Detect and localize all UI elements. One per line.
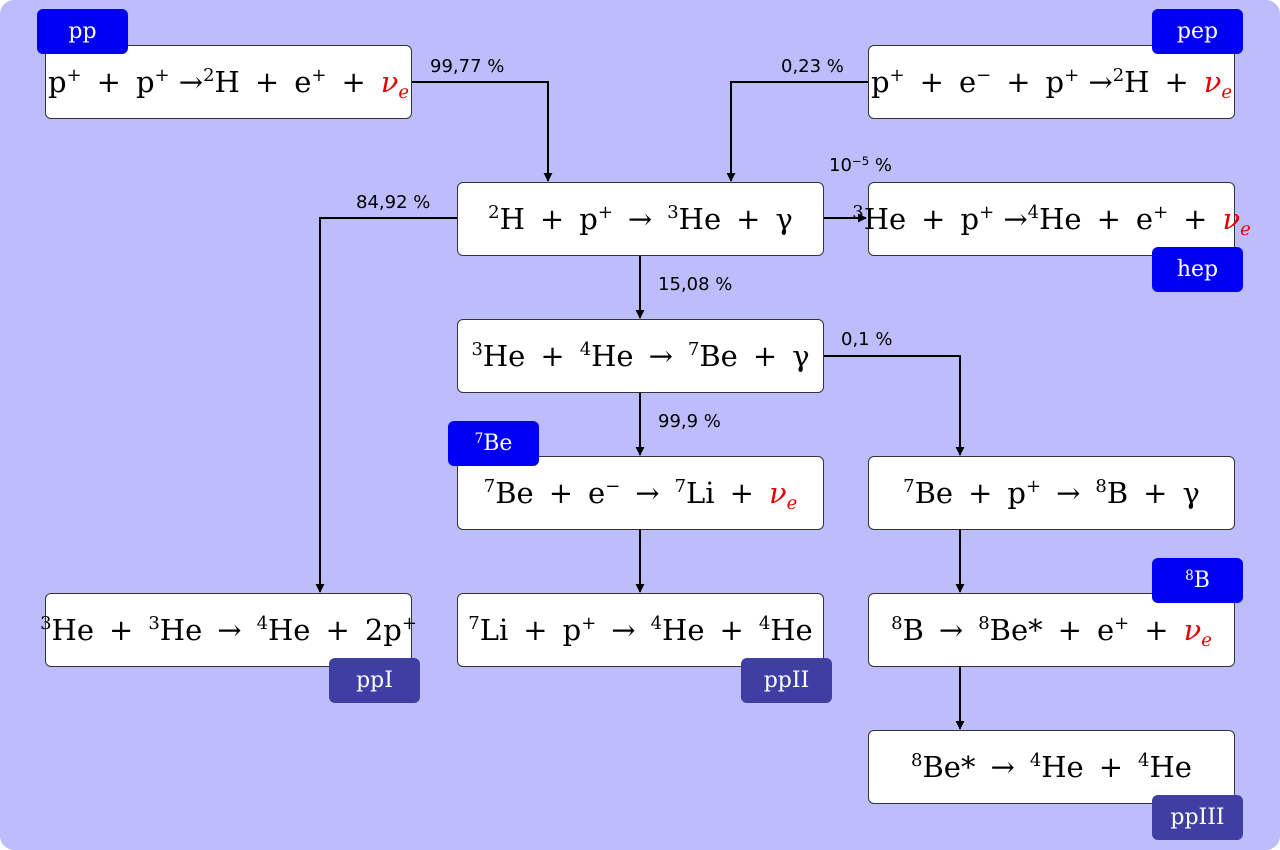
branch-pct-pep: 0,23 % <box>781 56 844 77</box>
reaction-hep: 3He + p+ →4He + e+ + νe <box>852 182 1251 256</box>
tag-ppII: ppII <box>741 658 832 703</box>
tag-hep: hep <box>1152 247 1243 292</box>
arrow-to-ppIII <box>823 355 965 456</box>
tag-ppIII: ppIII <box>1152 795 1243 840</box>
reaction-be7-capture: 7Be + e− → 7Li + νe <box>457 456 824 530</box>
electron-neutrino: νe <box>1203 65 1233 103</box>
reaction-b8-production: 7Be + p+ → 8B + γ <box>868 456 1235 530</box>
reaction-pp: p+ + p+ →2H + e+ + νe <box>45 45 412 119</box>
reaction-ppI: 3He + 3He → 4He + 2p+ <box>40 593 417 667</box>
reaction-deuterium-burning: 2H + p+ → 3He + γ <box>457 182 824 256</box>
electron-neutrino: νe <box>768 476 798 514</box>
reaction-be7-production: 3He + 4He → 7Be + γ <box>457 319 824 393</box>
tag-pp: pp <box>37 9 128 54</box>
tag-be7: 7Be <box>448 421 539 466</box>
branch-pct-pp: 99,77 % <box>430 56 505 77</box>
tag-b8: 8B <box>1152 558 1243 603</box>
electron-neutrino: νe <box>1183 613 1212 651</box>
branch-pct-ppI: 84,92 % <box>356 192 431 213</box>
branch-pct-hep: 10−5 % <box>829 153 892 176</box>
arrow-pep-to-deuterium <box>726 81 868 182</box>
branch-pct-ppII: 99,9 % <box>658 411 721 432</box>
arrow-pp-to-deuterium <box>411 81 553 182</box>
reaction-b8-decay: 8B → 8Be* + e+ + νe <box>868 593 1235 667</box>
arrow-to-ppI <box>315 217 457 593</box>
tag-pep: pep <box>1152 9 1243 54</box>
reaction-ppIII: 8Be* → 4He + 4He <box>868 730 1235 804</box>
branch-pct-ppIII: 0,1 % <box>841 329 893 350</box>
electron-neutrino: νe <box>380 65 410 103</box>
branch-pct-he4: 15,08 % <box>658 274 733 295</box>
tag-ppI: ppI <box>329 658 420 703</box>
electron-neutrino: νe <box>1222 202 1251 240</box>
reaction-ppII: 7Li + p+ → 4He + 4He <box>457 593 824 667</box>
reaction-pep: p+ + e− + p+ →2H + νe <box>868 45 1235 119</box>
